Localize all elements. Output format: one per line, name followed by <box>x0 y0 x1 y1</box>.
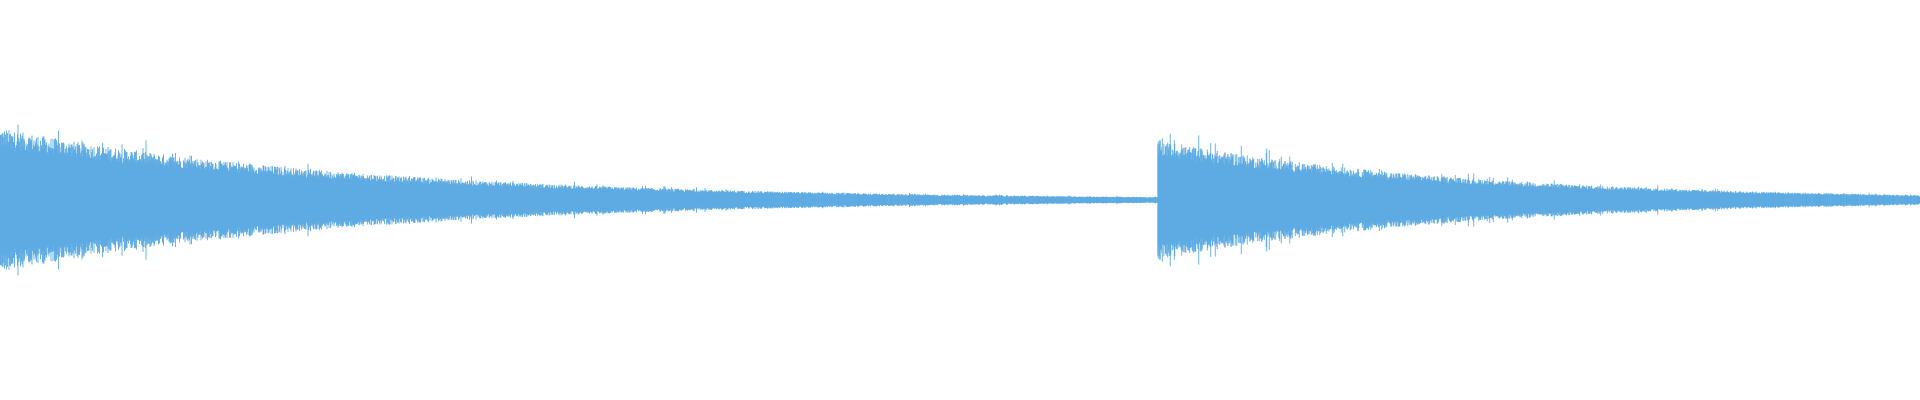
waveform-bars <box>0 124 1920 276</box>
